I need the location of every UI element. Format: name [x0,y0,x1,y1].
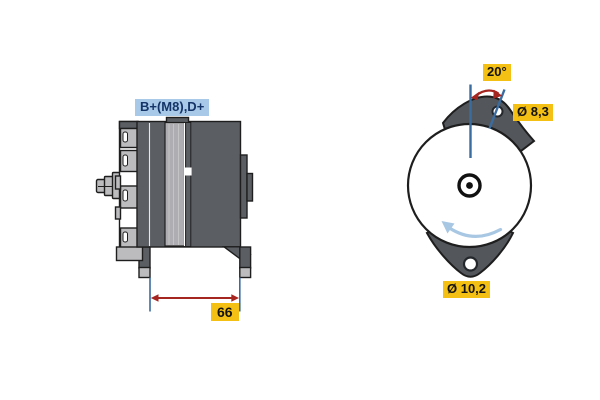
rear-view [406,84,536,278]
shaft-center-mark [457,173,482,198]
rear-boss-small [246,172,254,202]
bottom-hole-diameter-label: Ø 10,2 [443,281,491,298]
angle-reference-line-inclined [488,89,506,129]
dimension-arrowhead-right [231,294,239,302]
mounting-foot-right [239,246,252,269]
side-view [95,116,254,312]
angle-label: 20° [483,64,511,81]
foot-cap-right [239,266,252,279]
terminal-label: B+(M8),D+ [135,99,210,116]
alternator-body [136,116,254,260]
foot-cap-left [138,266,151,279]
rear-boss-large [239,154,248,219]
dimension-arrowhead-left [150,294,159,302]
width-dimension-label: 66 [211,303,239,322]
mounting-hole-bottom [462,256,479,272]
rotation-direction-arrow [441,221,503,238]
top-hole-diameter-label: Ø 8,3 [513,104,553,121]
angle-arrow [470,89,503,101]
width-dimension [149,277,241,312]
